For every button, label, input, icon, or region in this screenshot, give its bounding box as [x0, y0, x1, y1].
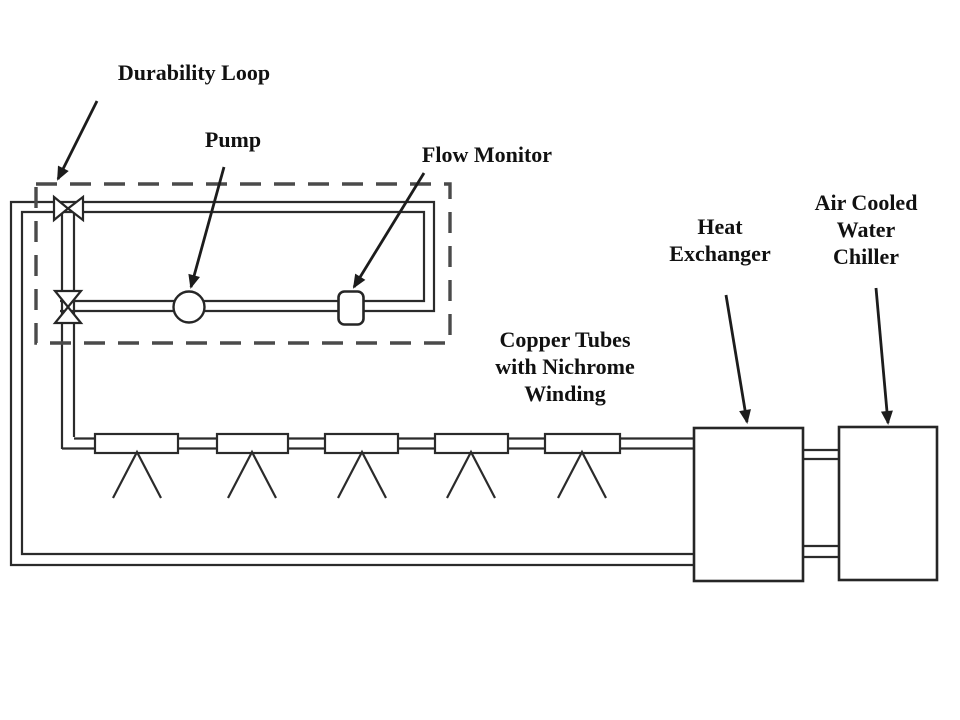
chiller-label: Air Cooled Water Chiller [815, 189, 918, 270]
chiller-arrow [874, 287, 893, 425]
copper-tube [543, 432, 622, 455]
copper-tubes-label-line: Winding [524, 381, 606, 406]
heat-exchanger-label-line: Heat [697, 214, 743, 239]
pump-label: Pump [204, 127, 262, 152]
valve-top-icon [52, 194, 85, 223]
he-chiller-top-pipe [803, 448, 839, 461]
he-chiller-bottom-pipe [803, 544, 839, 559]
copper-tube [433, 432, 510, 455]
durability-loop-label: Durability Loop [117, 60, 271, 85]
tube-support-legs [227, 449, 277, 499]
heat-exchanger-label: Heat Exchanger [669, 213, 770, 267]
pump-icon [172, 290, 206, 324]
copper-tube [215, 432, 290, 455]
copper-tubes-label: Copper Tubes with Nichrome Winding [495, 326, 635, 407]
tube-support-legs [557, 449, 607, 499]
tube-supports [112, 449, 607, 499]
chiller-box [837, 425, 939, 582]
heat-exchanger-arrow [724, 294, 751, 424]
valve-bottom-icon [52, 289, 84, 325]
flow-monitor-icon [337, 290, 365, 326]
pump-arrow [188, 166, 226, 289]
tube-support-legs [337, 449, 387, 499]
durability-loop-arrow [56, 100, 99, 181]
chiller-label-line: Chiller [833, 244, 899, 269]
chiller-label-line: Water [836, 217, 896, 242]
heat-exchanger-box [692, 426, 805, 583]
flow-monitor-label: Flow Monitor [421, 142, 553, 167]
copper-tube-row [93, 432, 622, 455]
callout-arrows [56, 100, 893, 425]
chiller-label-line: Air Cooled [814, 190, 918, 215]
copper-tubes-label-line: with Nichrome [495, 354, 635, 379]
copper-tubes-label-line: Copper Tubes [499, 327, 631, 352]
tube-support-legs [446, 449, 496, 499]
flow-monitor-arrow [352, 172, 426, 289]
pipe-outer-wall [9, 200, 694, 567]
durability-loop-boundary [34, 182, 452, 345]
tube-support-legs [112, 449, 162, 499]
copper-tube [323, 432, 400, 455]
heat-exchanger-label-line: Exchanger [669, 241, 771, 266]
copper-tube [93, 432, 180, 455]
